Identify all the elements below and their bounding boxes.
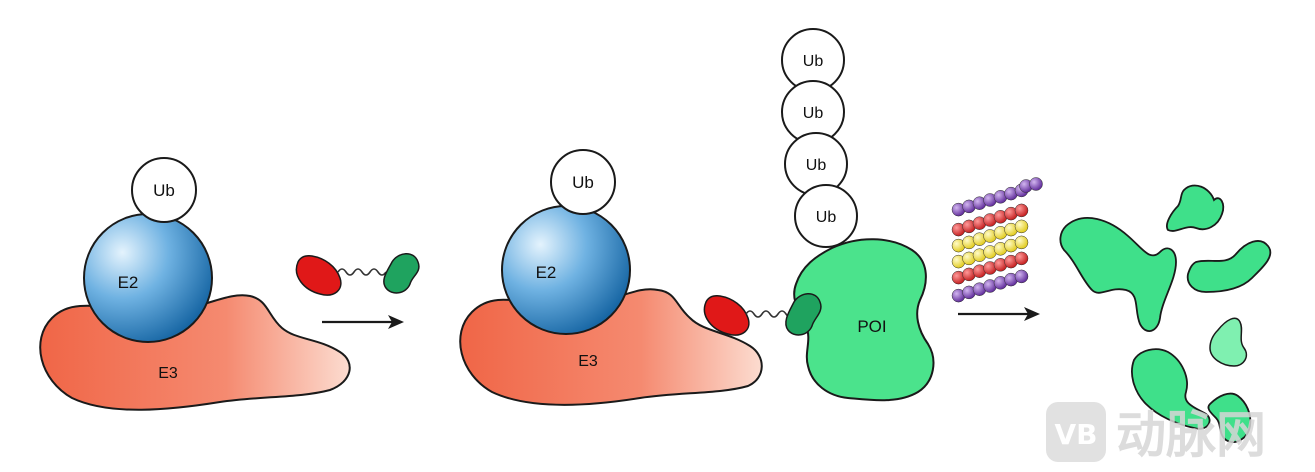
ubiquitin-label-1: Ub bbox=[153, 181, 175, 200]
protac-bound bbox=[703, 293, 822, 336]
watermark-site-text: 动脉网 bbox=[1116, 406, 1266, 464]
proteasome-sphere bbox=[1014, 251, 1029, 266]
watermark-logo-text: VB bbox=[1054, 418, 1097, 451]
fragment-2 bbox=[1166, 184, 1225, 232]
proteasome-sphere bbox=[1014, 203, 1029, 218]
ubiquitin-circle-2 bbox=[550, 149, 616, 215]
e2-enzyme-shape-2 bbox=[501, 205, 631, 335]
protac-linker-chain bbox=[337, 268, 387, 276]
protac-linker-bound bbox=[745, 310, 795, 318]
degraded-peptide-fragments bbox=[1059, 184, 1272, 443]
e2-label-1: E2 bbox=[118, 273, 139, 292]
fragment-1 bbox=[1059, 217, 1177, 332]
proteasome-sphere bbox=[1029, 177, 1043, 191]
e3-label-1: E3 bbox=[158, 365, 178, 382]
ubiquitin-chain-label-4: Ub bbox=[803, 53, 824, 70]
proteasome-sphere bbox=[1014, 235, 1029, 250]
protac-warhead-red bbox=[295, 255, 342, 296]
right-arrow-icon bbox=[322, 315, 404, 329]
ubiquitin-circle-1 bbox=[131, 157, 197, 223]
ubiquitin-label-2: Ub bbox=[572, 173, 594, 192]
fragment-3 bbox=[1186, 240, 1272, 293]
protac-warhead-bound bbox=[703, 295, 750, 336]
ubiquitin-chain-label-2: Ub bbox=[806, 157, 827, 174]
ubiquitin-chain-label-3: Ub bbox=[803, 105, 824, 122]
e2-enzyme-shape-1 bbox=[83, 213, 213, 343]
fragment-5 bbox=[1131, 348, 1211, 430]
e2-label-2: E2 bbox=[536, 263, 557, 282]
proteasome-icon bbox=[951, 177, 1043, 303]
protac-ligand-green bbox=[383, 253, 420, 294]
ubiquitin-chain-1 bbox=[794, 184, 858, 248]
poi-label: POI bbox=[857, 317, 886, 336]
panel-1-e2-e3-complex: E3 E2 Ub bbox=[39, 157, 351, 411]
panel-2-ternary-complex: E3 E2 Ub POI Ub Ub Ub Ub bbox=[459, 28, 935, 406]
watermark-logo-box bbox=[1046, 402, 1106, 462]
protac-linker-icon bbox=[295, 253, 420, 296]
proteasome-sphere bbox=[1014, 269, 1029, 284]
ubiquitin-chain-label-1: Ub bbox=[816, 209, 837, 226]
watermark: VB 动脉网 bbox=[1046, 402, 1266, 464]
fragment-6 bbox=[1207, 392, 1252, 443]
right-arrow-icon-2 bbox=[958, 307, 1040, 321]
proteasome-sphere bbox=[1014, 219, 1029, 234]
e3-label-2: E3 bbox=[578, 353, 598, 370]
fragment-4 bbox=[1209, 317, 1248, 367]
protac-ligand-bound bbox=[785, 293, 822, 336]
